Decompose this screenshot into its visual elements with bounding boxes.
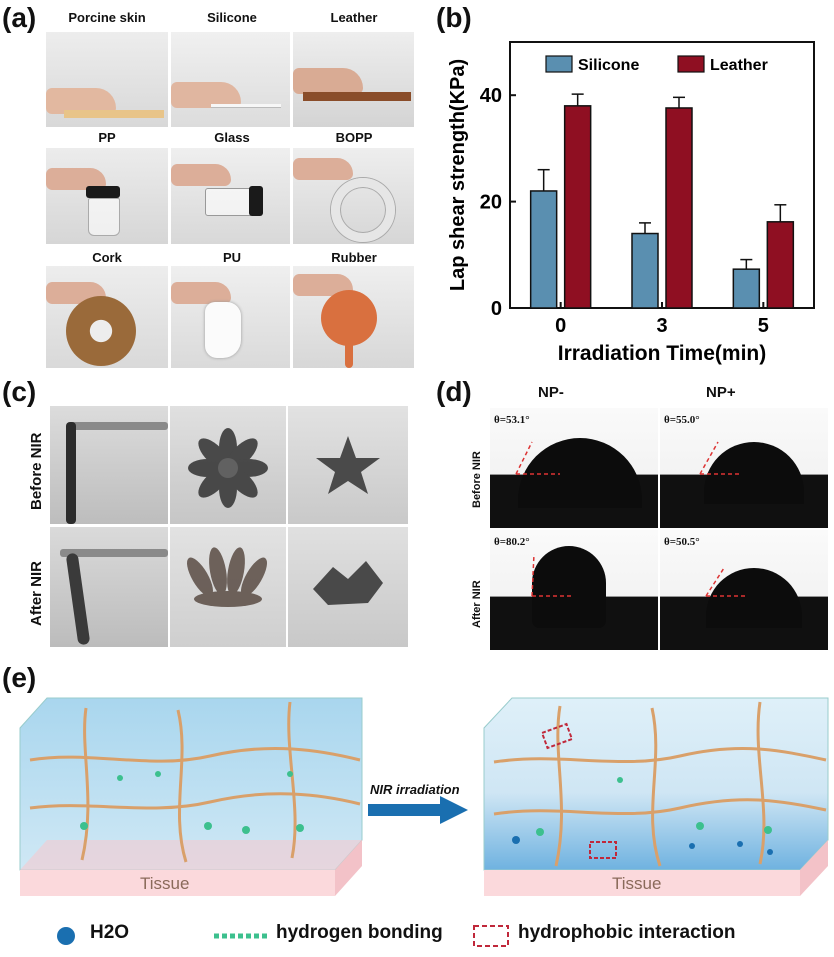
panel-d-row-after: After NIR [471, 580, 483, 628]
lap-shear-bar-chart: 0 20 40 0 3 5 Lap shear strength(KPa) Irradiati… [447, 41, 815, 365]
right-hydrogel-block [483, 697, 829, 896]
photo-rubber [293, 266, 414, 368]
photo-strip-after [50, 527, 168, 647]
x-tick-label: 5 [758, 315, 769, 337]
panel-d-col-np-plus: NP+ [706, 384, 736, 401]
photo-cork [46, 266, 168, 368]
photo-pu [171, 266, 290, 368]
photo-flower-before [170, 406, 286, 524]
caption-pp: PP [98, 130, 116, 145]
photo-bopp [293, 148, 414, 244]
caption-glass: Glass [214, 130, 250, 145]
legend-swatch-silicone [545, 55, 573, 73]
legend-label-leather: Leather [710, 57, 768, 74]
panel-c-row-before: Before NIR [28, 432, 45, 510]
panel-e-schematic [19, 697, 829, 947]
panel-d-label: (d) [436, 376, 472, 407]
left-hydrogel-block [19, 697, 363, 896]
x-axis-label: Irradiation Time(min) [558, 342, 766, 365]
photo-star-after [288, 527, 408, 647]
photo-flower-after [170, 527, 286, 647]
nir-arrow-icon [368, 796, 468, 824]
bar-leather-5 [766, 221, 795, 309]
nir-arrow-label: NIR irradiation [370, 782, 460, 797]
bar-leather-0 [563, 105, 592, 309]
panel-c-label: (c) [2, 376, 37, 407]
legend-label-silicone: Silicone [578, 57, 639, 74]
angle-np-plus-before: θ=55.0° [664, 414, 700, 426]
y-tick-label: 20 [480, 192, 502, 214]
caption-bopp: BOPP [335, 130, 373, 145]
y-tick-label: 40 [480, 85, 502, 107]
angle-np-minus-after: θ=80.2° [494, 536, 530, 548]
photo-glass [171, 148, 290, 244]
droplet-np-plus-before: θ=55.0° [660, 408, 828, 528]
tissue-label-right: Tissue [612, 874, 662, 893]
caption-silicone: Silicone [207, 10, 257, 25]
caption-porcine-skin: Porcine skin [68, 10, 146, 25]
hydrophobic-legend-icon [473, 925, 509, 947]
bar-silicone-3 [631, 232, 659, 309]
droplet-np-minus-before: θ=53.1° [490, 408, 658, 528]
droplet-np-plus-after: θ=50.5° [660, 530, 828, 650]
photo-silicone [171, 32, 290, 127]
tissue-label-left: Tissue [140, 874, 190, 893]
angle-np-plus-after: θ=50.5° [664, 536, 700, 548]
photo-leather [293, 32, 414, 127]
caption-pu: PU [222, 250, 242, 265]
legend-swatch-leather [677, 55, 705, 73]
droplet-np-minus-after: θ=80.2° [490, 530, 658, 650]
photo-star-before [288, 406, 408, 524]
bar-silicone-5 [732, 268, 761, 309]
y-tick-label: 0 [491, 298, 502, 320]
panel-d-col-np-minus: NP- [538, 384, 564, 401]
x-tick-label: 3 [656, 315, 667, 337]
photo-porcine-skin [46, 32, 168, 127]
caption-leather: Leather [330, 10, 378, 25]
angle-np-minus-before: θ=53.1° [494, 414, 530, 426]
photo-strip-before [50, 406, 168, 524]
legend-water-label: H2O [90, 922, 130, 943]
panel-e-label: (e) [2, 662, 37, 693]
panel-b-label: (b) [436, 2, 472, 33]
bar-silicone-0 [529, 190, 558, 309]
legend-hydrophobic-label: hydrophobic interaction [518, 922, 736, 943]
water-legend-icon [57, 927, 75, 945]
photo-pp [46, 148, 168, 244]
panel-c-row-after: After NIR [28, 560, 45, 626]
caption-cork: Cork [92, 250, 122, 265]
legend-hbond-label: hydrogen bonding [276, 922, 443, 943]
bar-leather-3 [665, 107, 693, 309]
panel-a-label: (a) [2, 2, 37, 33]
panel-d-row-before: Before NIR [471, 451, 483, 508]
caption-rubber: Rubber [331, 250, 377, 265]
x-tick-label: 0 [555, 315, 566, 337]
y-axis-label: Lap shear strength(KPa) [447, 59, 469, 291]
